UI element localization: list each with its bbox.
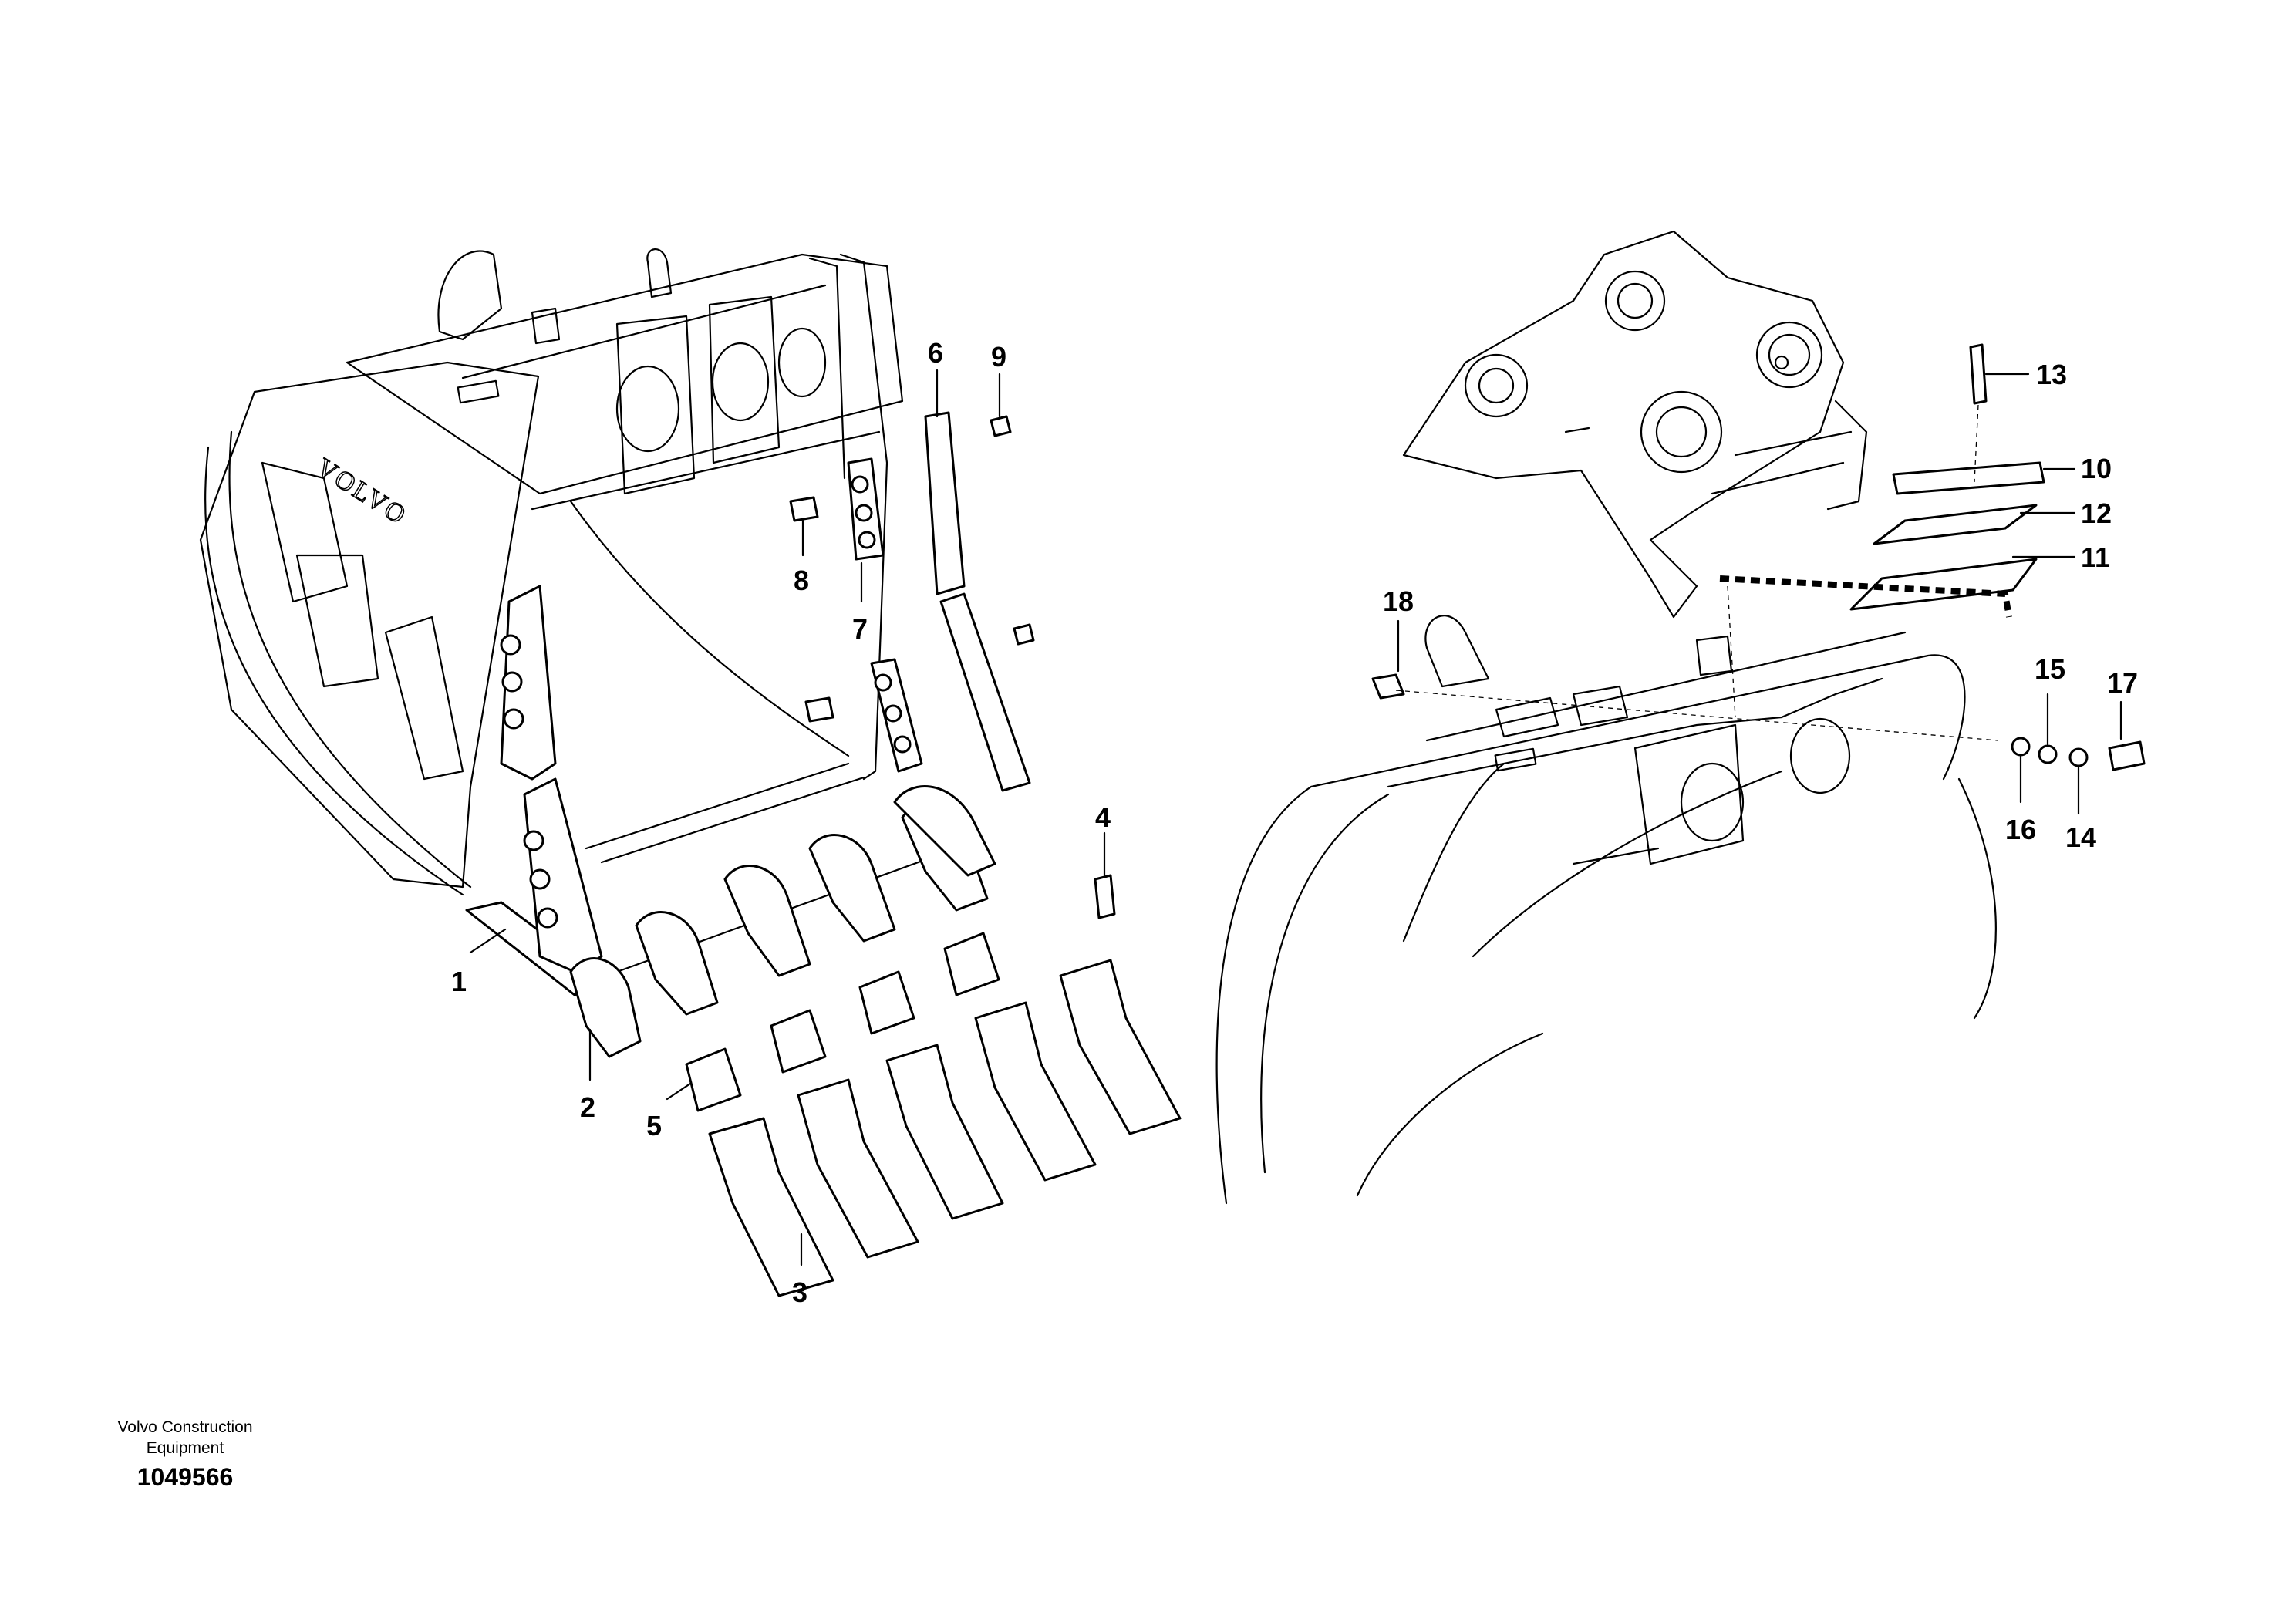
callout-10: 10 <box>2081 453 2112 484</box>
callout-4: 4 <box>1095 801 1111 833</box>
callout-9: 9 <box>991 341 1006 373</box>
tooth-adapters <box>569 785 996 1058</box>
callout-5: 5 <box>646 1110 662 1141</box>
callout-11: 11 <box>2081 541 2110 573</box>
callout-8: 8 <box>794 565 809 596</box>
side-cutter-hardware <box>789 411 1035 792</box>
callout-13: 13 <box>2036 359 2067 390</box>
quick-coupler <box>1402 230 1868 619</box>
callout-6: 6 <box>928 337 943 369</box>
callout-leaders <box>469 369 2122 1266</box>
company-name-line1: Volvo Construction <box>117 1418 252 1436</box>
callout-18: 18 <box>1383 585 1414 617</box>
coupler-hardware <box>1371 343 2146 771</box>
callout-16: 16 <box>2005 814 2036 845</box>
callout-labels: 1 2 3 4 5 6 7 8 9 10 11 12 13 14 15 16 1… <box>451 337 2138 1308</box>
callout-15: 15 <box>2035 653 2065 685</box>
retainer-pin <box>1094 874 1116 919</box>
assembly-guides <box>1395 404 2012 741</box>
callout-7: 7 <box>852 613 868 645</box>
side-cutter-group <box>500 585 603 973</box>
company-name-line2: Equipment <box>147 1439 224 1457</box>
callout-2: 2 <box>580 1091 595 1123</box>
drawing-footer: Volvo Construction Equipment 1049566 <box>117 1418 252 1491</box>
bucket-teeth <box>708 959 1182 1297</box>
drawing-number: 1049566 <box>137 1463 234 1491</box>
bucket-top-right <box>1215 615 1997 1205</box>
tooth-locks <box>685 932 1000 1112</box>
callout-17: 17 <box>2107 667 2138 699</box>
callout-1: 1 <box>451 966 467 997</box>
callout-12: 12 <box>2081 497 2112 529</box>
callout-14: 14 <box>2065 821 2096 853</box>
callout-3: 3 <box>792 1276 807 1308</box>
